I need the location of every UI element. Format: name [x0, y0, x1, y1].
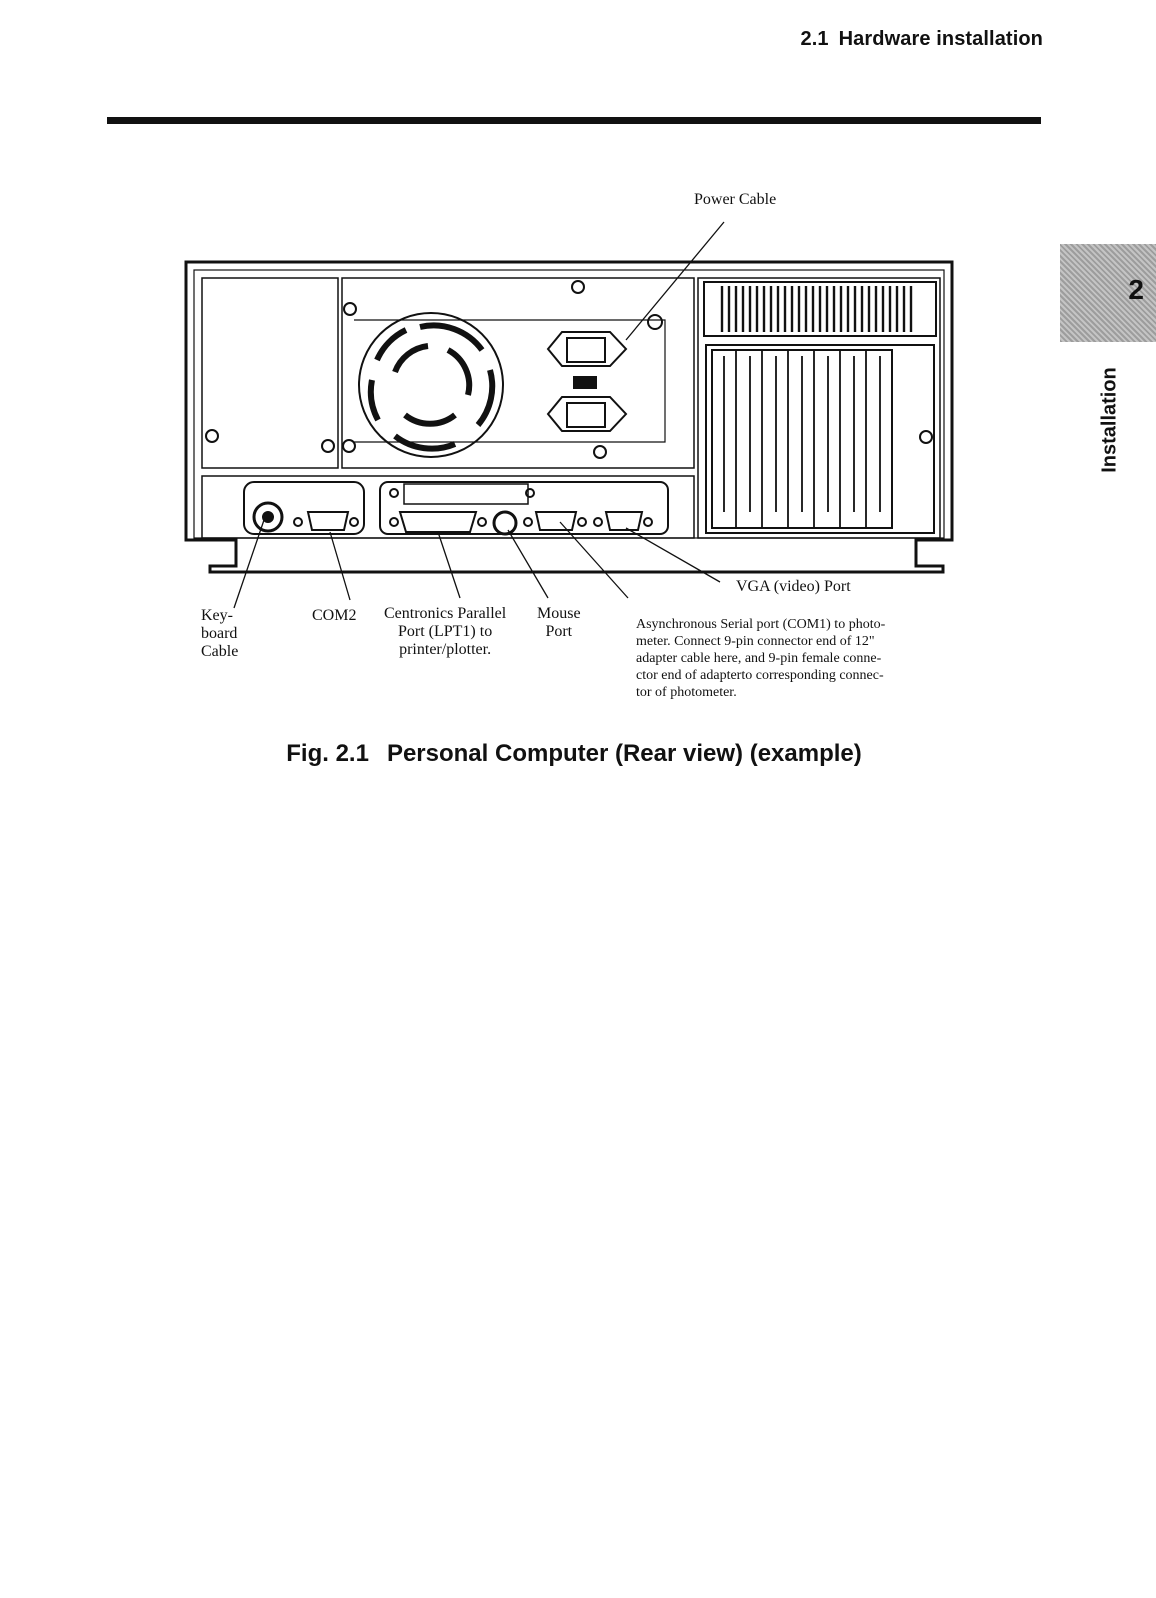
- figure-number: Fig. 2.1: [286, 740, 369, 767]
- keyboard-cable-line-2: board: [201, 625, 238, 642]
- section-title: Hardware installation: [838, 28, 1043, 50]
- mouse-port-line-1: Mouse: [537, 605, 581, 622]
- vga-connector: [604, 511, 644, 531]
- mouse-port-line-2: Port: [545, 623, 573, 640]
- lpt1-connector: [398, 511, 478, 533]
- keyboard-cable-label: Key- board Cable: [201, 607, 238, 661]
- chapter-number: 2: [1128, 274, 1144, 305]
- vga-port-label: VGA (video) Port: [736, 578, 851, 595]
- com2-label: COM2: [312, 607, 357, 624]
- running-header: 2.1 Hardware installation: [801, 28, 1044, 51]
- com2-connector: [306, 511, 350, 531]
- serial-port-line-5: tor of photometer.: [636, 685, 737, 700]
- case-outline: [184, 260, 954, 574]
- keyboard-cable-line-3: Cable: [201, 643, 239, 660]
- chapter-tab: 2: [1060, 244, 1156, 342]
- serial-port-line-3: adapter cable here, and 9-pin female con…: [636, 651, 882, 666]
- header-rule: [107, 117, 1041, 124]
- keyboard-cable-line-1: Key-: [201, 607, 233, 624]
- parallel-port-line-1: Centronics Parallel: [384, 605, 507, 622]
- parallel-port-line-2: Port (LPT1) to: [397, 623, 493, 640]
- com1-connector: [534, 511, 578, 531]
- figure-caption-text: Personal Computer (Rear view) (example): [386, 740, 862, 767]
- serial-port-line-2: meter. Connect 9-pin connector end of 12…: [636, 634, 875, 649]
- parallel-port-label: Centronics Parallel Port (LPT1) to print…: [384, 605, 506, 659]
- serial-port-label: Asynchronous Serial port (COM1) to photo…: [636, 616, 885, 701]
- serial-port-line-4: ctor end of adapterto corresponding conn…: [636, 668, 884, 683]
- figure-caption: Fig. 2.1 Personal Computer (Rear view) (e…: [0, 740, 1156, 768]
- power-cable-label: Power Cable: [694, 191, 777, 208]
- mouse-connector: [492, 510, 518, 536]
- section-number: 2.1: [800, 28, 829, 50]
- serial-port-line-1: Asynchronous Serial port (COM1) to photo…: [636, 617, 886, 632]
- mouse-port-label: Mouse Port: [537, 605, 581, 641]
- parallel-port-line-3: printer/plotter.: [399, 641, 492, 658]
- pc-rear-view-illustration: [184, 221, 954, 609]
